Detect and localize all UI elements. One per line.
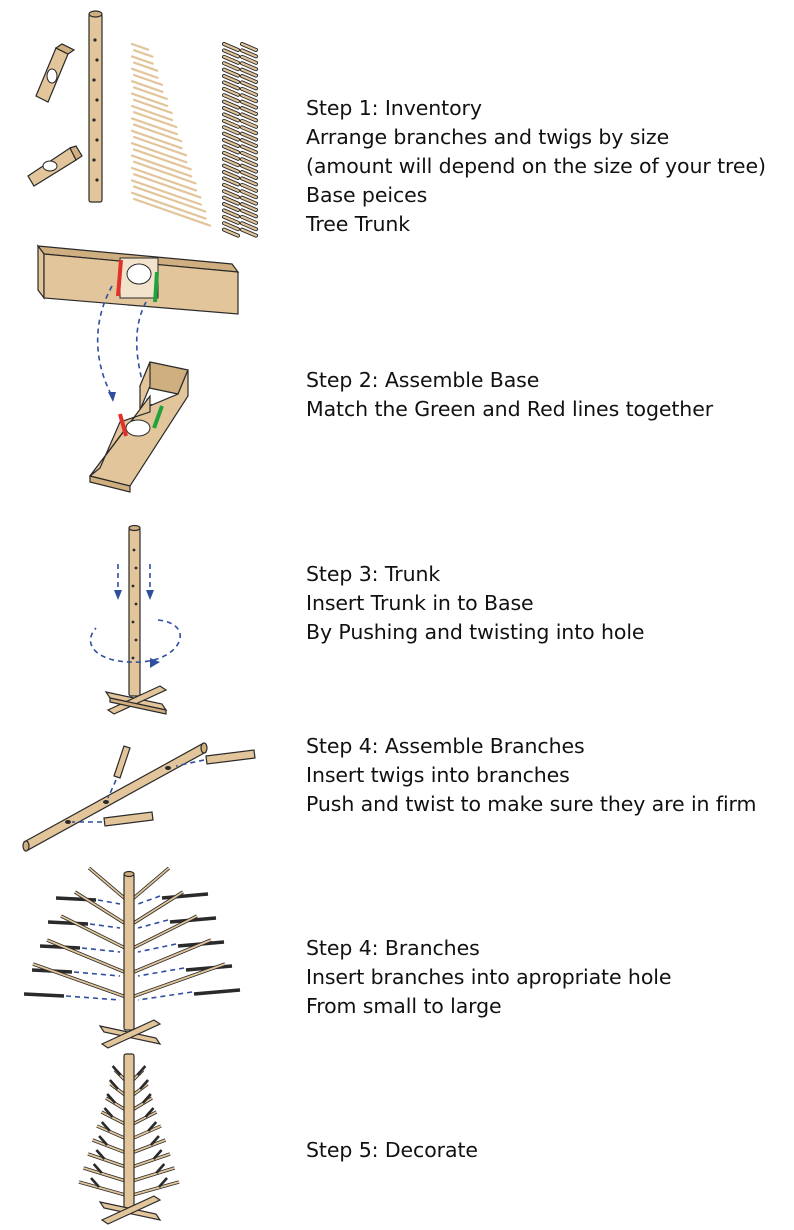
base-piece-icon	[27, 43, 83, 187]
step-1-text: Step 1: Inventory Arrange branches and t…	[306, 94, 766, 239]
step-4b-title: Step 4: Branches	[306, 936, 480, 960]
twist-arrow-icon	[89, 619, 181, 663]
step-4b-text: Step 4: Branches Insert branches into ap…	[306, 934, 671, 1021]
decorate-illustration	[78, 1053, 180, 1225]
twig-arrow-icon	[175, 759, 205, 767]
step-4a-text: Step 4: Assemble Branches Insert twigs i…	[306, 732, 757, 819]
step-1-line-1: Arrange branches and twigs by size	[306, 125, 670, 149]
step-1-inventory: Step 1: Inventory Arrange branches and t…	[0, 0, 794, 240]
step-2-text: Step 2: Assemble Base Match the Green an…	[306, 366, 713, 424]
step-3-title: Step 3: Trunk	[306, 562, 441, 586]
base-cross-icon	[104, 685, 168, 715]
twig-arrow-icon	[107, 779, 117, 799]
branches-illustration	[23, 866, 241, 1049]
step-1-line-2: (amount will depend on the size of your …	[306, 154, 766, 178]
base-cross-icon	[98, 1195, 162, 1225]
twig-icon	[103, 745, 256, 827]
step-5-title: Step 5: Decorate	[306, 1138, 478, 1162]
step-3-line-2: By Pushing and twisting into hole	[306, 620, 645, 644]
base-cross-icon	[98, 1019, 162, 1049]
step-4-assemble-branches: Step 4: Assemble Branches Insert twigs i…	[0, 730, 794, 854]
base-piece-bottom-icon	[88, 361, 189, 493]
twigs-icon	[222, 42, 258, 238]
assemble-base-illustration	[36, 244, 240, 493]
base-piece-top-icon	[36, 244, 240, 315]
step-4a-line-2: Push and twist to make sure they are in …	[306, 792, 757, 816]
step-2-line-1: Match the Green and Red lines together	[306, 397, 714, 421]
step-4b-line-1: Insert branches into apropriate hole	[306, 965, 672, 989]
step-1-title: Step 1: Inventory	[306, 96, 482, 120]
step-3-text: Step 3: Trunk Insert Trunk in to Base By…	[306, 560, 645, 647]
step-5-text: Step 5: Decorate	[306, 1136, 478, 1165]
step-4-branches: Step 4: Branches Insert branches into ap…	[0, 850, 794, 1050]
branches-icon	[130, 42, 212, 227]
trunk-icon	[123, 1053, 135, 1211]
step-3-trunk: Step 3: Trunk Insert Trunk in to Base By…	[0, 520, 794, 720]
step-2-assemble-base: Step 2: Assemble Base Match the Green an…	[0, 236, 794, 500]
step-1-line-4: Tree Trunk	[306, 212, 411, 236]
arrow-red-icon	[96, 285, 113, 397]
trunk-illustration	[89, 524, 181, 715]
step-1-line-3: Base peices	[306, 183, 428, 207]
step-4b-line-2: From small to large	[306, 994, 502, 1018]
step-4a-line-1: Insert twigs into branches	[306, 763, 570, 787]
trunk-icon	[123, 870, 135, 1031]
step-4a-title: Step 4: Assemble Branches	[306, 734, 585, 758]
trunk-icon	[128, 524, 141, 697]
step-3-line-1: Insert Trunk in to Base	[306, 591, 534, 615]
trunk-icon	[88, 10, 103, 203]
step-2-title: Step 2: Assemble Base	[306, 368, 540, 392]
inventory-illustration	[27, 10, 258, 238]
step-5-decorate: Step 5: Decorate	[0, 1050, 794, 1226]
branch-icon	[22, 742, 208, 852]
assemble-branches-illustration	[22, 742, 256, 852]
arrow-green-icon	[135, 301, 151, 409]
